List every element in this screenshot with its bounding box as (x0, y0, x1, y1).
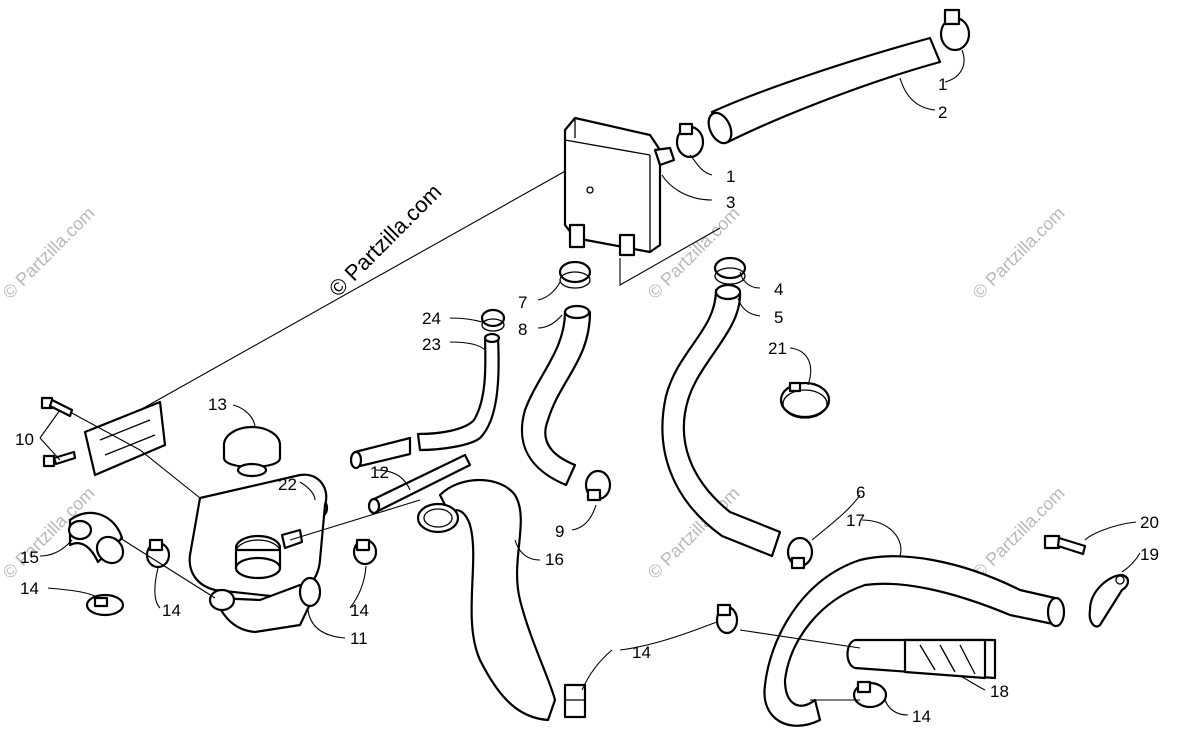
hose-5-end (714, 283, 742, 301)
bolt-10b (42, 450, 77, 468)
callout-19: 19 (1140, 545, 1159, 564)
clamp-1-top (939, 8, 971, 52)
callout-13: 13 (208, 395, 227, 414)
callout-21: 21 (768, 339, 787, 358)
reservoir-block (563, 116, 676, 257)
callout-16: 16 (545, 550, 564, 569)
watermark-main: © Partzilla.com (324, 179, 447, 302)
callout-14-left: 14 (20, 579, 39, 598)
callout-18: 18 (990, 682, 1009, 701)
watermark: © Partzilla.com (969, 203, 1069, 303)
watermark: © Partzilla.com (319, 0, 419, 3)
callout-20: 20 (1140, 513, 1159, 532)
hose-17 (763, 555, 1060, 727)
clamp-4 (713, 256, 747, 285)
hose-23 (416, 336, 500, 452)
callout-22: 22 (278, 475, 297, 494)
watermark-group: © Partzilla.com © Partzilla.com © Partzi… (0, 0, 1069, 583)
callout-8: 8 (518, 320, 527, 339)
clamp-14-left (85, 593, 125, 617)
hose-8 (520, 310, 592, 487)
callout-1-tank: 1 (726, 167, 735, 186)
callout-14-bottom-right: 14 (912, 707, 931, 726)
callout-11: 11 (350, 629, 368, 648)
clamp-14-right (715, 603, 739, 635)
clip-19 (1088, 573, 1130, 628)
bracket-leader (619, 227, 721, 286)
assembly-leader-line (139, 159, 586, 411)
clamp-6 (786, 536, 814, 570)
clamp-14-mid (352, 538, 378, 566)
hose-23-lower (352, 436, 412, 468)
leader-lines (39, 49, 1141, 716)
hose-8-end (563, 304, 591, 320)
callout-15: 15 (20, 548, 39, 567)
callout-14-center: 14 (632, 643, 651, 662)
callout-23: 23 (422, 335, 441, 354)
clamp-9 (584, 469, 612, 502)
callout-14-tank: 14 (162, 601, 181, 620)
callout-7: 7 (518, 293, 527, 312)
clamp-24 (480, 308, 506, 332)
callout-10: 10 (15, 430, 34, 449)
callout-9: 9 (555, 522, 564, 541)
clamp-14-bottom-right (852, 680, 888, 709)
hose-5 (661, 288, 782, 558)
watermark: © Partzilla.com (644, 0, 744, 3)
coolant-tank (188, 473, 328, 634)
clamp-21 (779, 381, 831, 419)
callout-12: 12 (370, 463, 389, 482)
callout-2: 2 (938, 103, 947, 122)
callout-4: 4 (774, 280, 783, 299)
watermark: © Partzilla.com (0, 203, 99, 303)
mounting-bracket (69, 400, 201, 499)
hose-16 (438, 478, 557, 722)
callout-24: 24 (422, 309, 441, 328)
callout-17: 17 (846, 511, 865, 530)
watermark: © Partzilla.com (969, 483, 1069, 583)
bolt-20 (1043, 534, 1087, 556)
callout-labels: 1 2 1 3 4 5 7 8 24 23 21 13 10 22 12 9 6… (15, 75, 1159, 726)
callout-5: 5 (774, 308, 783, 327)
clamp-7 (558, 260, 592, 289)
callout-6: 6 (856, 483, 865, 502)
clamp-1-tank (675, 122, 705, 159)
hose-18-sleeve (903, 638, 987, 680)
callout-3: 3 (726, 193, 735, 212)
callout-14-mid: 14 (350, 601, 369, 620)
callout-1-top: 1 (938, 75, 947, 94)
hose-upper (707, 36, 942, 145)
bolt-10a (40, 396, 74, 418)
clamp-14-tank (145, 538, 171, 569)
connector-14-bottom (563, 683, 587, 719)
filler-cap (222, 425, 282, 478)
